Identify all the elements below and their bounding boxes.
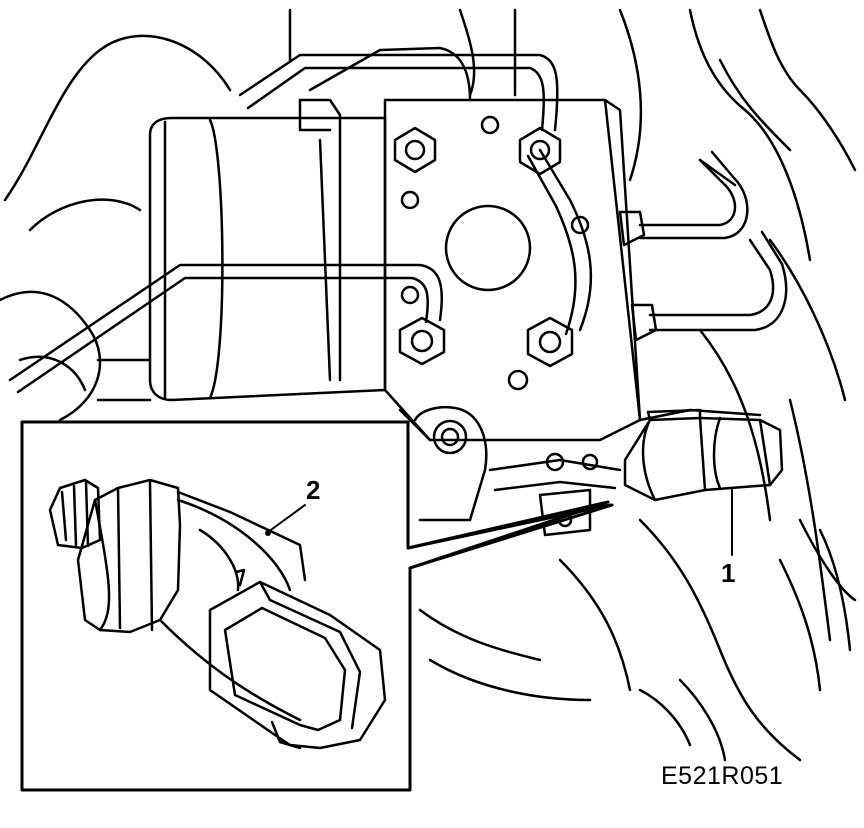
callout-1-label: 1 (721, 558, 736, 588)
sensor-detail (48, 478, 387, 750)
detail-inset (20, 420, 614, 792)
brake-lines (8, 46, 788, 422)
mounting-bracket (413, 405, 622, 537)
installed-pressure-sensor (623, 408, 784, 502)
motor-housing (96, 98, 387, 402)
callout-2-label: 2 (306, 475, 321, 505)
union-nuts (393, 126, 658, 368)
figure-code: E521R051 (661, 762, 784, 790)
callout-2-leader (267, 504, 306, 533)
callout-2-dot (265, 530, 271, 536)
